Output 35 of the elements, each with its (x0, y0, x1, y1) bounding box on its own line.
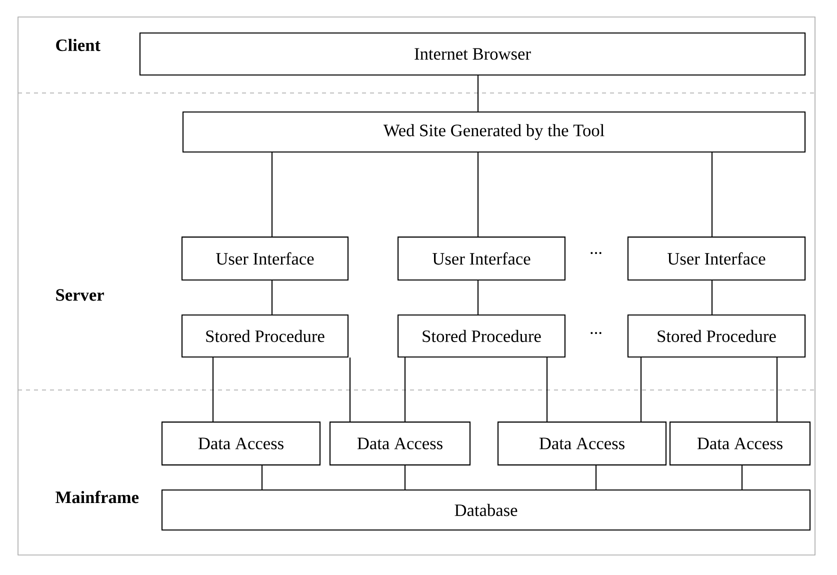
connector-line (640, 358, 642, 422)
procedure-box: Stored Procedure (627, 314, 806, 358)
connector-line (404, 358, 406, 422)
interface-box: User Interface (181, 236, 349, 280)
connector-line (477, 76, 479, 112)
connector-line (261, 466, 263, 490)
data-access-box: Data Access (669, 422, 811, 466)
interface-box: User Interface (398, 236, 566, 280)
data-access-box: Data Access (497, 422, 667, 466)
ellipsis: ... (590, 252, 602, 254)
connector-line (271, 152, 273, 236)
connector-line (477, 280, 479, 314)
ellipsis: ... (590, 332, 602, 334)
tier-label: Client (56, 38, 100, 52)
tier-label: Mainframe (56, 490, 139, 504)
connector-line (546, 358, 548, 422)
data-access-box: Data Access (329, 422, 471, 466)
connector-line (595, 466, 597, 490)
connector-line (711, 280, 713, 314)
connector-line (212, 358, 214, 422)
database-box: Database (161, 489, 811, 531)
procedure-box: Stored Procedure (181, 314, 349, 358)
tier-label: Server (56, 289, 104, 301)
connector-line (711, 152, 713, 236)
browser-box: Internet Browser (139, 32, 806, 76)
interface-box: User Interface (627, 236, 806, 280)
connector-line (349, 358, 351, 422)
connector-line (271, 280, 273, 314)
website-box: Wed Site Generated by the Tool (182, 111, 806, 153)
connector-line (404, 466, 406, 490)
connector-line (741, 466, 743, 490)
connector-line (477, 152, 479, 236)
data-access-box: Data Access (161, 422, 321, 466)
procedure-box: Stored Procedure (398, 314, 566, 358)
connector-line (776, 358, 778, 422)
